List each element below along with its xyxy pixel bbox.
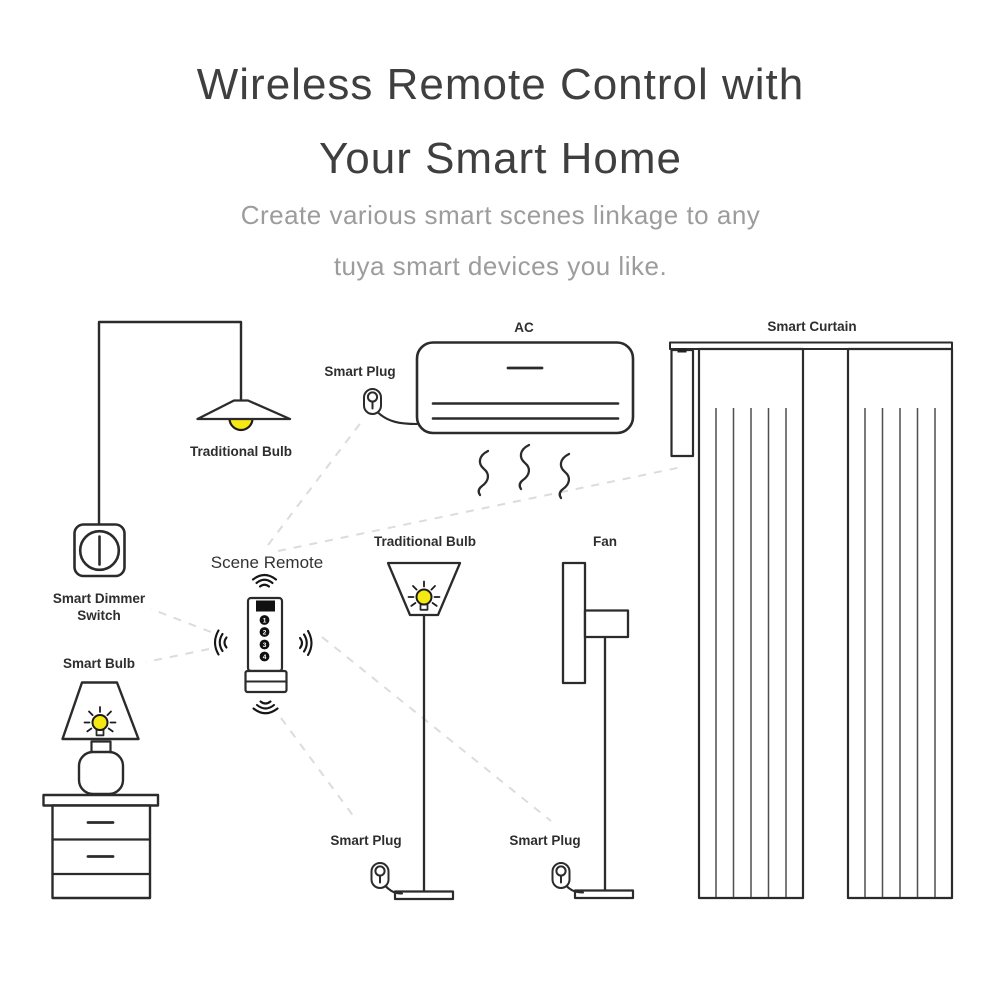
- plug-icon-hole: [374, 865, 386, 877]
- fan-motor: [583, 609, 630, 639]
- ac-label: AC: [514, 320, 534, 335]
- remote-button-2-digit: 2: [263, 629, 267, 636]
- wifi-waves-left: [213, 629, 228, 656]
- ac-body: [415, 341, 635, 435]
- plug-icon-hole: [555, 865, 567, 877]
- smart-bulb-icon: [83, 706, 117, 737]
- lamp-plug-label: Smart Plug: [330, 833, 401, 848]
- fan: Fan Smart Plug: [509, 534, 635, 900]
- wifi-waves-bottom: [252, 700, 279, 715]
- curtain-folds-left: [715, 408, 787, 897]
- page-subtitle-line2: tuya smart devices you like.: [333, 251, 668, 281]
- fan-smart-plug: Smart Plug: [509, 833, 585, 894]
- remote-button-4: [259, 651, 270, 662]
- nightstand-top: [42, 793, 160, 807]
- link-remote-to-curtain: [277, 466, 683, 552]
- lamp-smart-plug: Smart Plug: [330, 833, 404, 895]
- fan-label: Fan: [593, 534, 617, 549]
- table-lamp-base: [77, 750, 125, 796]
- pendant-cord: [97, 320, 243, 526]
- scene-remote: Scene Remote: [211, 553, 323, 715]
- smart-dimmer-switch: Smart Dimmer Switch: [53, 523, 146, 623]
- scene-remote-label: Scene Remote: [211, 553, 323, 572]
- floor-lamp-label: Traditional Bulb: [374, 534, 476, 549]
- link-remote-to-fan-plug: [321, 636, 552, 822]
- remote-button-2: [259, 627, 270, 637]
- pendant-shade: [196, 399, 292, 421]
- page-subtitle-line1: Create various smart scenes linkage to a…: [240, 200, 761, 230]
- curtain-folds-right: [864, 408, 936, 897]
- plug-cord: [376, 411, 419, 426]
- curtain-motor: [670, 348, 695, 458]
- dashed-links: [145, 420, 683, 822]
- floor-lamp-bulb-icon: [407, 580, 441, 611]
- ac-plug-label: Smart Plug: [324, 364, 395, 379]
- ac-airflow-waves: [477, 443, 571, 500]
- fan-base: [573, 889, 635, 900]
- curtain-motor-indicator: [677, 348, 687, 353]
- plug-cord: [565, 884, 585, 894]
- fan-body: [561, 561, 587, 685]
- remote-button-3-digit: 3: [263, 642, 267, 649]
- dimmer-dial: [78, 529, 121, 572]
- plug-icon-hole: [366, 391, 379, 403]
- link-remote-to-smart-bulb: [145, 648, 210, 663]
- floor-lamp-base: [393, 890, 455, 901]
- pendant-lamp-label: Traditional Bulb: [190, 444, 292, 459]
- curtain-rail: [669, 341, 953, 350]
- pendant-lamp: Traditional Bulb: [97, 320, 292, 526]
- link-remote-to-dimmer: [150, 608, 212, 633]
- remote-button-1-digit: 1: [263, 617, 267, 624]
- dimmer-label-line1: Smart Dimmer: [53, 591, 146, 606]
- nightstand-body: [51, 804, 152, 900]
- smart-curtain: Smart Curtain: [669, 319, 954, 900]
- link-remote-to-lamp-plug: [280, 717, 358, 822]
- dimmer-label-line2: Switch: [77, 608, 121, 623]
- remote-button-3: [259, 639, 270, 650]
- remote-button-4-digit: 4: [263, 654, 267, 661]
- link-remote-to-ac-plug: [267, 420, 363, 546]
- smart-bulb-lamp: Smart Bulb: [61, 656, 140, 796]
- nightstand: [42, 793, 160, 900]
- remote-ir-window: [256, 600, 275, 612]
- pendant-bulb-icon: [228, 417, 254, 432]
- smart-bulb-label: Smart Bulb: [63, 656, 135, 671]
- remote-button-1: [259, 615, 270, 625]
- wifi-waves-top: [251, 573, 278, 588]
- wifi-waves-right: [298, 629, 313, 657]
- floor-lamp: Traditional Bulb Smart Plug: [330, 534, 476, 901]
- ac-smart-plug: Smart Plug: [324, 364, 419, 426]
- fan-plug-label: Smart Plug: [509, 833, 580, 848]
- plug-cord: [384, 884, 404, 895]
- ac-unit: AC Smart Plug: [324, 320, 635, 500]
- curtain-label: Smart Curtain: [767, 319, 856, 334]
- page-title-line1: Wireless Remote Control with: [196, 60, 805, 109]
- page-title-line2: Your Smart Home: [318, 134, 683, 183]
